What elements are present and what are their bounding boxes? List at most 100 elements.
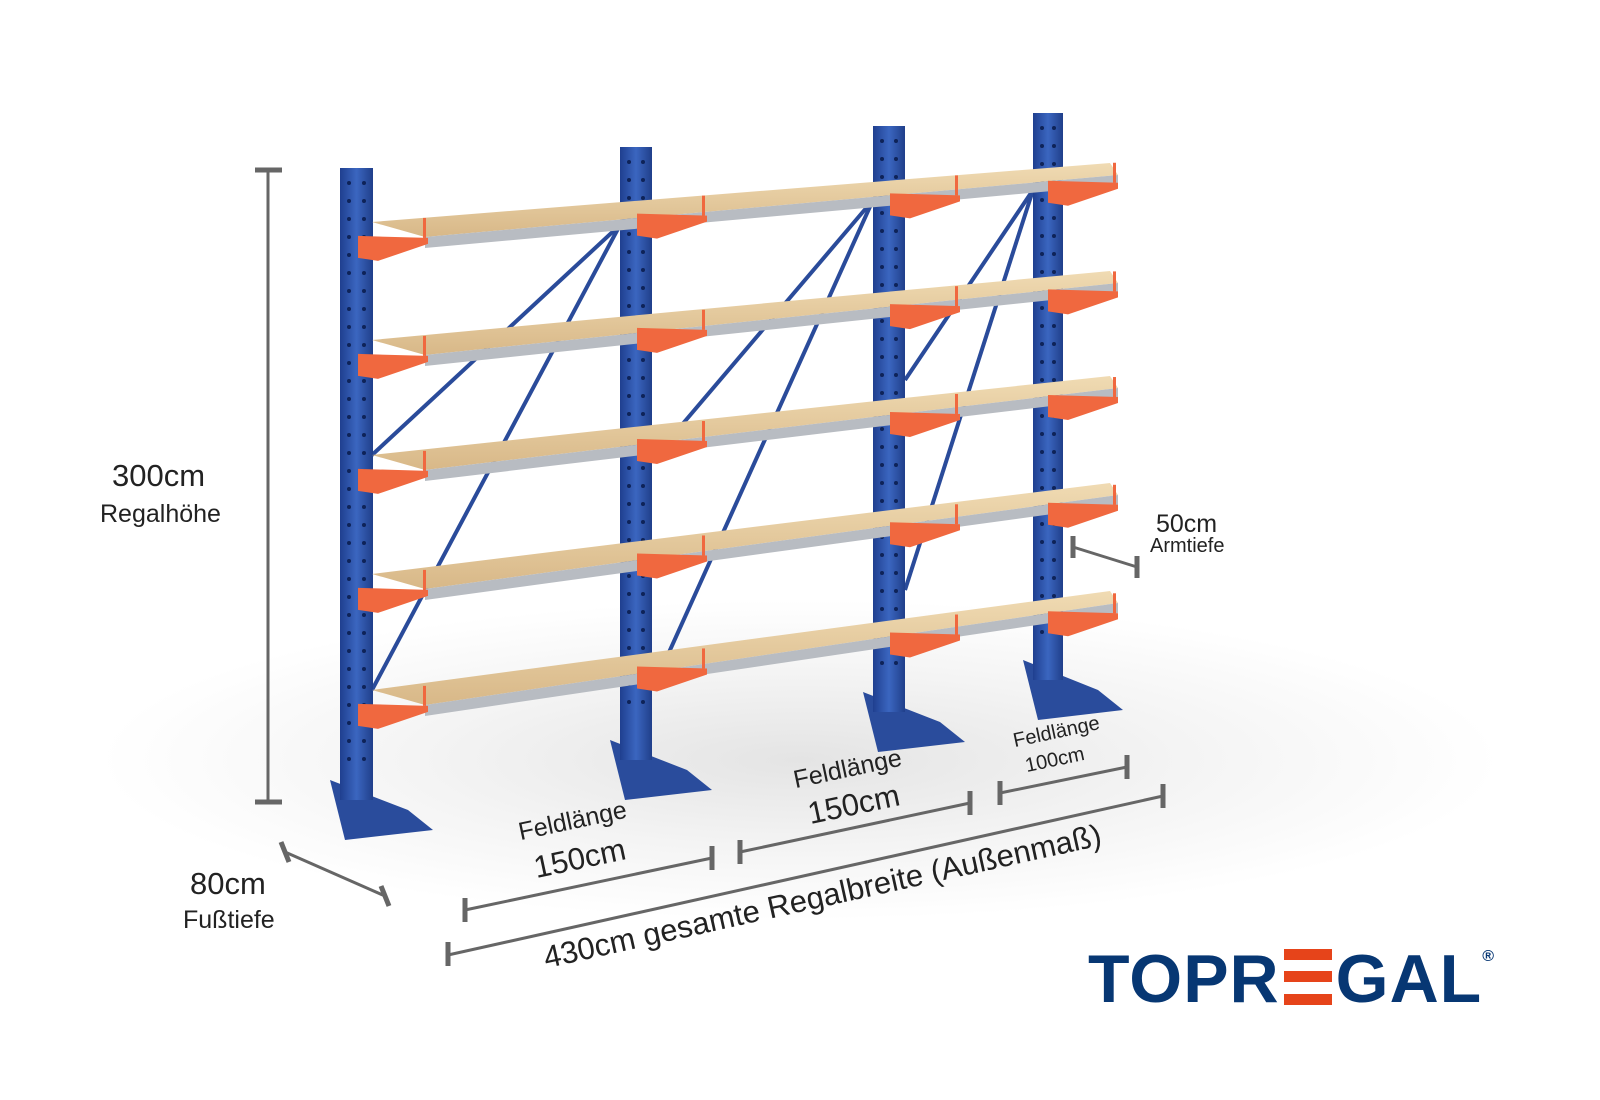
column-hole	[362, 451, 366, 455]
column-hole	[1040, 306, 1044, 310]
column-hole	[627, 502, 631, 506]
shelf-front-beam	[425, 388, 1118, 481]
upright-column	[330, 168, 433, 840]
column-hole	[1052, 378, 1056, 382]
column-hole	[641, 520, 645, 524]
column-hole	[1052, 594, 1056, 598]
column-hole	[641, 304, 645, 308]
column-hole	[347, 505, 351, 509]
height-value: 300cm	[112, 458, 206, 493]
column-hole	[641, 466, 645, 470]
column-hole	[627, 358, 631, 362]
column-hole	[347, 325, 351, 329]
column-hole	[362, 325, 366, 329]
cantilever-arm	[890, 522, 960, 548]
column-hole	[627, 628, 631, 632]
arm-end-stop	[702, 421, 705, 442]
logo-registered: ®	[1482, 948, 1496, 965]
column-hole	[347, 181, 351, 185]
column-hole	[627, 592, 631, 596]
shelf-board	[372, 591, 1118, 705]
column-hole	[641, 502, 645, 506]
column-hole	[641, 268, 645, 272]
column-hole	[894, 139, 898, 143]
column-hole	[880, 139, 884, 143]
cantilever-arm	[358, 703, 428, 729]
column-hole	[347, 271, 351, 275]
column-hole	[1040, 234, 1044, 238]
arm-end-stop	[955, 504, 958, 525]
column-hole	[1052, 234, 1056, 238]
shelf-front-beam	[425, 175, 1118, 248]
column-hole	[627, 538, 631, 542]
cantilever-arm	[890, 193, 960, 219]
cantilever-arm	[637, 666, 707, 692]
upright-column	[863, 126, 965, 752]
column-hole	[894, 589, 898, 593]
column-hole	[880, 607, 884, 611]
column-hole	[627, 610, 631, 614]
column-hole	[1052, 576, 1056, 580]
column-hole	[347, 559, 351, 563]
arm-end-stop	[955, 393, 958, 414]
shelf-front-beam	[425, 495, 1118, 600]
column-hole	[1052, 270, 1056, 274]
column-hole	[347, 667, 351, 671]
column-hole	[347, 703, 351, 707]
arm-end-stop	[423, 685, 426, 706]
column-hole	[894, 373, 898, 377]
column-hole	[641, 394, 645, 398]
shelf-front-beam	[425, 283, 1118, 366]
column-hole	[627, 466, 631, 470]
logo-text-right: GAL	[1335, 941, 1483, 1017]
column-hole	[641, 196, 645, 200]
arm-end-stop	[702, 648, 705, 669]
cantilever-arm	[637, 439, 707, 465]
column-hole	[641, 412, 645, 416]
cantilever-arm	[1048, 289, 1118, 315]
column-hole	[1040, 630, 1044, 634]
column-hole	[347, 757, 351, 761]
shelf-level	[358, 376, 1118, 494]
column-hole	[627, 178, 631, 182]
cantilever-arm	[890, 304, 960, 330]
shelf-level	[358, 271, 1118, 379]
column-hole	[347, 199, 351, 203]
column-hole	[347, 253, 351, 257]
column-hole	[894, 391, 898, 395]
column-hole	[347, 541, 351, 545]
column-hole	[362, 289, 366, 293]
column-hole	[641, 160, 645, 164]
column-hole	[362, 343, 366, 347]
column-hole	[894, 175, 898, 179]
column-hole	[347, 235, 351, 239]
arm-end-stop	[702, 195, 705, 216]
column-hole	[880, 229, 884, 233]
column-hole	[1040, 270, 1044, 274]
column-hole	[880, 265, 884, 269]
column-hole	[1040, 252, 1044, 256]
column-hole	[362, 271, 366, 275]
column-hole	[880, 157, 884, 161]
column-hole	[880, 589, 884, 593]
logo-e-stripes	[1283, 949, 1332, 1005]
column-hole	[362, 433, 366, 437]
cantilever-arm	[1048, 395, 1118, 421]
column-hole	[894, 571, 898, 575]
column-hole	[880, 175, 884, 179]
column-hole	[1052, 252, 1056, 256]
column-hole	[894, 355, 898, 359]
column-hole	[347, 649, 351, 653]
column-hole	[894, 661, 898, 665]
column-hole	[1040, 558, 1044, 562]
foot-depth-label: Fußtiefe	[183, 906, 275, 934]
column-hole	[362, 667, 366, 671]
column-hole	[347, 361, 351, 365]
column-hole	[1040, 522, 1044, 526]
topregal-logo: TOPR GAL ®	[1088, 940, 1495, 1018]
column-hole	[894, 157, 898, 161]
logo-text-left: TOPR	[1088, 941, 1280, 1017]
column-hole	[362, 613, 366, 617]
column-hole	[1052, 324, 1056, 328]
